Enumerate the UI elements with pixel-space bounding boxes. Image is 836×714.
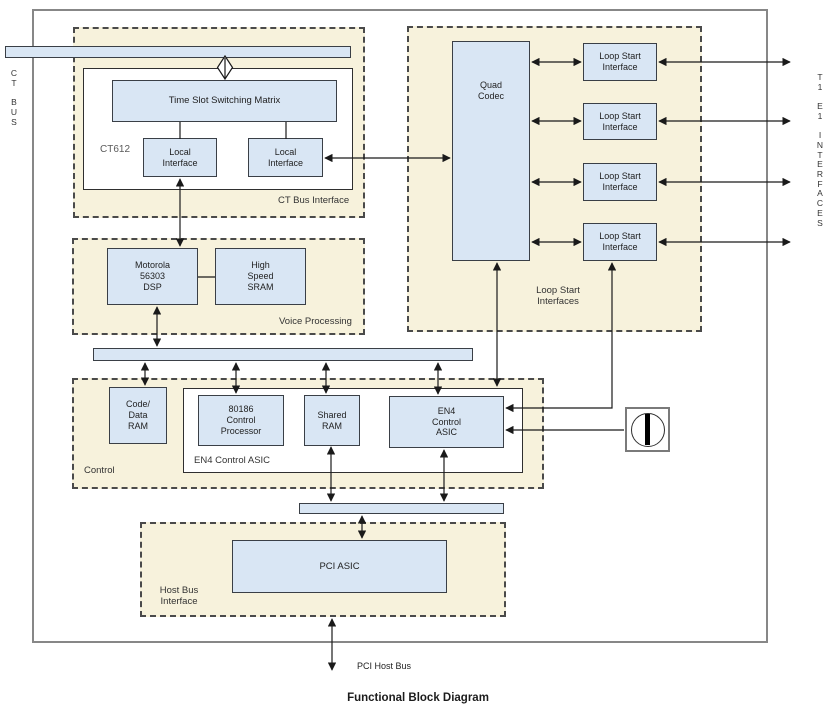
host-bus-bar (299, 503, 504, 514)
block-motorola-56303-dsp: Motorola 56303 DSP (107, 248, 198, 305)
diagram-title: Functional Block Diagram (347, 692, 489, 704)
t1-e1-interfaces-side-label: T 1 E 1 I N T E R F A C E S (816, 72, 824, 228)
diagram-border (32, 9, 768, 643)
block-loop-start-interface-2: Loop Start Interface (583, 103, 657, 140)
local-bus-bar (93, 348, 473, 361)
group-label-loop-start-interfaces: Loop Start Interfaces (536, 285, 580, 307)
block-en4-control-asic: EN4 Control ASIC (389, 396, 504, 448)
block-loop-start-interface-3: Loop Start Interface (583, 163, 657, 201)
oscillator-crystal-bar (645, 414, 650, 445)
block-80186-control-processor: 80186 Control Processor (198, 395, 284, 446)
block-loop-start-interface-1: Loop Start Interface (583, 43, 657, 81)
chip-label-ct612: CT612 (100, 144, 131, 155)
group-label-host-bus-interface: Host Bus Interface (159, 585, 199, 607)
block-code-data-ram: Code/ Data RAM (109, 387, 167, 444)
group-label-voice-processing: Voice Processing (279, 316, 352, 327)
block-pci-asic: PCI ASIC (232, 540, 447, 593)
block-quad-codec: Quad Codec (452, 41, 530, 261)
oscillator-circle (630, 412, 665, 447)
group-label-control: Control (84, 465, 115, 476)
pci-host-bus-label: PCI Host Bus (357, 661, 412, 671)
block-high-speed-sram: High Speed SRAM (215, 248, 306, 305)
ct-bus-bar (5, 46, 351, 58)
crystal-oscillator-icon (625, 407, 670, 452)
ct-bus-side-label: C T B U S (10, 68, 18, 127)
group-label-ct-bus-interface: CT Bus Interface (278, 195, 350, 206)
block-local-interface-right: Local Interface (248, 138, 323, 177)
block-shared-ram: Shared RAM (304, 395, 360, 446)
block-time-slot-switching-matrix: Time Slot Switching Matrix (112, 80, 337, 122)
block-loop-start-interface-4: Loop Start Interface (583, 223, 657, 261)
block-local-interface-left: Local Interface (143, 138, 217, 177)
chip-label-en4-control-asic: EN4 Control ASIC (194, 455, 271, 466)
